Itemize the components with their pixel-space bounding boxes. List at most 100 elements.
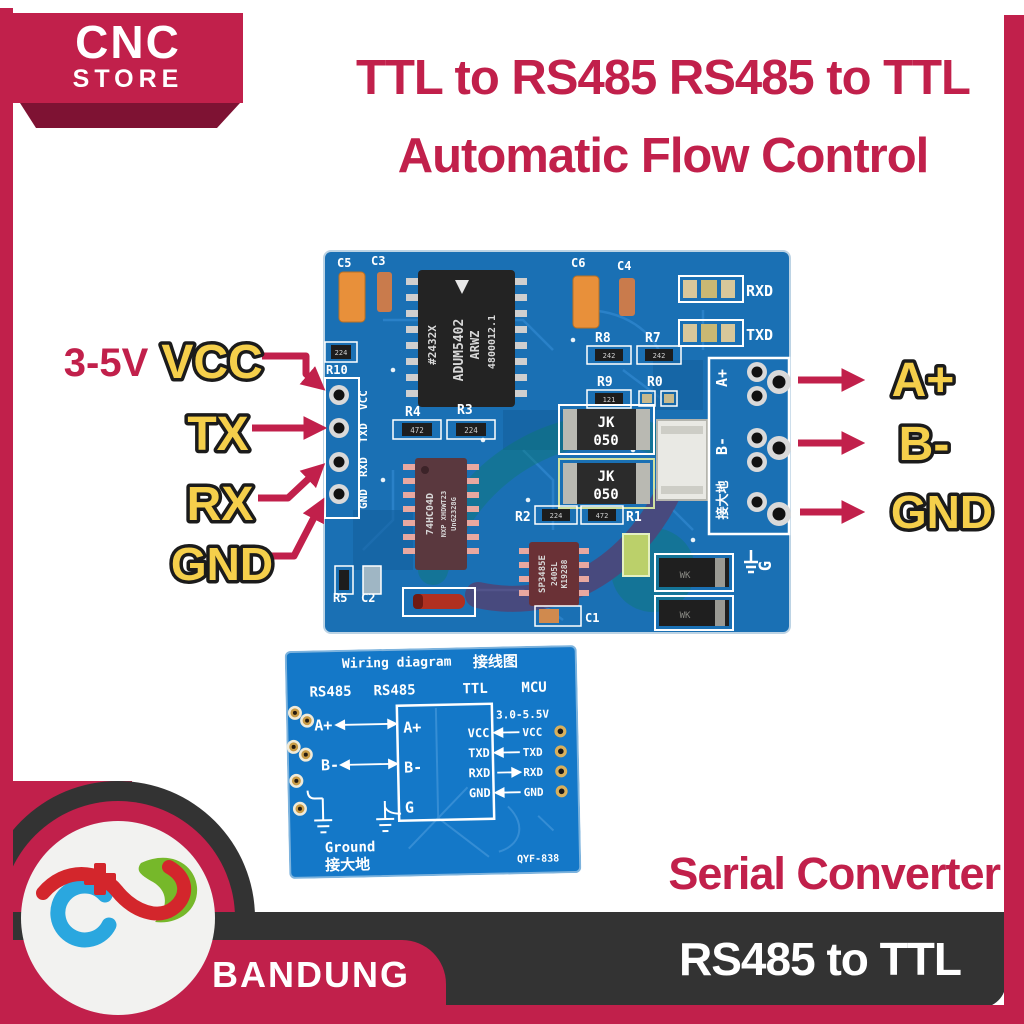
mcu-vcc: VCC — [522, 726, 542, 739]
res-r3 — [446, 419, 496, 440]
ref-r8: R8 — [595, 331, 611, 346]
left-header-outline — [324, 377, 360, 519]
ic-adum-name: ADUM5402 — [452, 319, 467, 382]
led-txd — [678, 319, 744, 347]
silk-rxd: RXD — [357, 457, 370, 477]
ic-hex-mfr: NXP XHDWT23 — [440, 491, 448, 537]
left-header-pins — [329, 385, 349, 504]
ic-adum-lot: 4800012.1 — [487, 315, 498, 369]
ic-74hc04d: 74HC04D NXP XHDWT23 UnG2328G — [403, 458, 479, 570]
diode-wk2 — [654, 595, 734, 631]
wk1-mark: WK — [680, 571, 691, 581]
wiring-title-zh: 接线图 — [473, 652, 518, 671]
res-r5 — [334, 565, 354, 595]
pin-label-gnd-left: GND — [171, 538, 273, 590]
mcu-txd: TXD — [523, 746, 544, 759]
box-txd: TXD — [468, 746, 490, 760]
res-r7 — [636, 345, 682, 365]
silk-ground-zh: 接大地 — [715, 480, 731, 519]
led-rxd — [678, 275, 744, 303]
box-g: G — [405, 798, 414, 816]
cap-c4 — [619, 278, 635, 316]
res-r4 — [392, 419, 442, 440]
ref-r7: R7 — [645, 331, 661, 346]
mcu-rxd: RXD — [523, 766, 544, 779]
wiring-ground-symbols — [306, 790, 402, 834]
banner-fold — [20, 103, 240, 128]
col-rs485-1: RS485 — [309, 684, 351, 701]
mcu-gnd: GND — [524, 786, 545, 799]
r1-value: 472 — [596, 512, 609, 520]
terminal-pads — [747, 362, 791, 526]
ic-485-date: 2405L — [550, 562, 559, 586]
store-name: CNC — [75, 16, 181, 68]
model-number: QYF-838 — [517, 853, 559, 865]
ground-en: Ground — [325, 839, 376, 856]
r10-body — [331, 345, 351, 359]
ic-adum-suffix: ARWZ — [468, 331, 482, 360]
headline-line2: Automatic Flow Control — [397, 129, 930, 183]
ground-symbol — [744, 550, 758, 574]
cap-c6 — [572, 275, 600, 329]
silk-gnd: GND — [357, 489, 370, 509]
wk2-mark: WK — [680, 611, 691, 621]
ic-sp3485e: SP3485E 2405L K19288 — [519, 542, 589, 606]
fuse1-mark1: JK — [598, 415, 615, 431]
fuse1-mark2: 050 — [593, 433, 618, 449]
store-name-2: STORE — [72, 65, 184, 93]
voltage-label: 3-5V — [64, 341, 149, 385]
ic-hex-lot: UnG2328G — [450, 497, 458, 531]
wiring-diagram-photo: Wiring diagram 接线图 RS485 RS485 TTL MCU A… — [284, 645, 582, 879]
cap-c2 — [362, 565, 382, 595]
pin-label-gnd-right: GND — [891, 486, 993, 538]
left-arrows — [252, 352, 328, 560]
col-rs485-2: RS485 — [373, 682, 415, 699]
pcb-photo: VCC TXD RXD GND R10 224 #2432X ADUM5402 … — [323, 250, 791, 634]
cap-c3 — [377, 272, 392, 312]
r5-body — [339, 570, 349, 590]
r9-value: 121 — [603, 396, 616, 404]
cap-c5 — [338, 271, 366, 323]
box-vcc: VCC — [468, 726, 490, 740]
pin-label-rx: RX — [187, 478, 254, 531]
logo-cross-icon — [84, 863, 116, 895]
wiring-board — [284, 645, 582, 879]
r10-value: 224 — [335, 349, 348, 357]
left-wire-arrows — [334, 718, 400, 771]
box-gnd: GND — [469, 786, 491, 800]
r4-value: 472 — [410, 426, 424, 435]
r7-value: 242 — [653, 352, 666, 360]
ic-adum-mark: #2432X — [426, 325, 439, 365]
fuse-1 — [558, 404, 655, 455]
ref-r9: R9 — [597, 375, 613, 390]
wiring-traces — [408, 707, 555, 858]
ref-r10: R10 — [326, 363, 348, 377]
silk-g: G — [756, 561, 776, 571]
ref-c1: C1 — [585, 611, 599, 625]
fuse2-mark1: JK — [598, 469, 615, 485]
footer-bottom-strip — [0, 1005, 1024, 1024]
cap-c1 — [534, 605, 582, 627]
store-logo — [36, 857, 198, 948]
wiring-left-holes — [286, 705, 315, 816]
r3-value: 224 — [464, 426, 478, 435]
pin-label-tx: TX — [187, 408, 248, 461]
ic-adum5402: #2432X ADUM5402 ARWZ 4800012.1 — [406, 270, 527, 407]
ic-485-name: SP3485E — [538, 555, 548, 593]
silk-txd: TXD — [357, 423, 370, 443]
diode-d1 — [402, 587, 476, 617]
diode-wk1 — [654, 553, 734, 592]
logo-blue-shape — [50, 878, 117, 948]
logo-circle — [21, 821, 215, 1015]
ref-c5: C5 — [337, 256, 351, 270]
res-r8 — [586, 345, 632, 365]
res-r2 — [534, 505, 578, 525]
left-frame-strip — [0, 8, 13, 1024]
store-banner: CNC STORE — [13, 13, 243, 103]
right-arrows — [798, 368, 866, 524]
ref-c3: C3 — [371, 254, 385, 268]
ref-r1: R1 — [626, 510, 642, 525]
col-mcu: MCU — [521, 680, 547, 697]
r10-outline — [324, 341, 358, 363]
